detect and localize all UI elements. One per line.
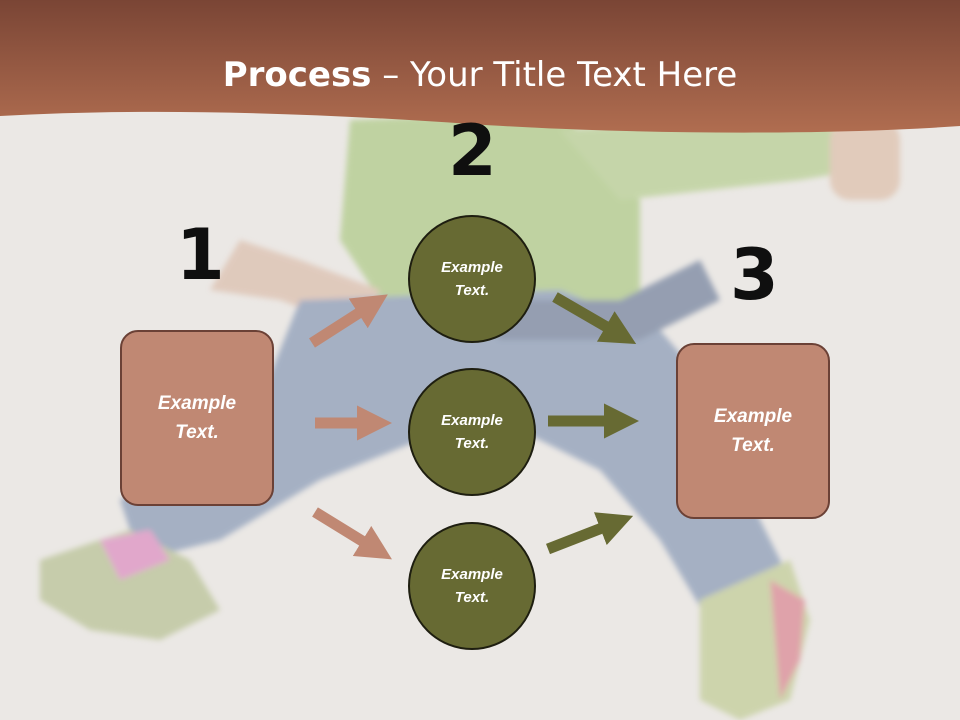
step-circle-2: Example Text. (408, 368, 536, 496)
circle-3-line-2: Text. (454, 589, 490, 606)
arrow-circle1-to-box3 (552, 292, 637, 345)
title-rest: – Your Title Text Here (371, 55, 738, 95)
circle-1-line-1: Example (441, 259, 503, 276)
step-number-1: 1 (176, 214, 225, 296)
box-3-line-2: Text. (731, 435, 775, 456)
step-circle-1: Example Text. (408, 215, 536, 343)
slide-title: Process – Your Title Text Here (0, 52, 960, 98)
arrow-box1-to-circle1 (309, 294, 388, 348)
box-1-line-2: Text. (175, 422, 219, 443)
step-number-2: 2 (448, 110, 497, 192)
step-number-3: 3 (730, 234, 779, 316)
circle-1-line-2: Text. (454, 282, 490, 299)
arrow-box1-to-circle3 (312, 507, 392, 560)
step-circle-3: Example Text. (408, 522, 536, 650)
circle-2-line-2: Text. (454, 435, 490, 452)
title-bold: Process (222, 55, 372, 95)
step-box-1: Example Text. (120, 330, 274, 506)
circle-2-line-1: Example (441, 412, 503, 429)
arrow-circle3-to-box3 (546, 512, 634, 555)
circle-3-line-1: Example (441, 566, 503, 583)
box-3-line-1: Example (713, 406, 793, 427)
box-1-line-1: Example (157, 393, 237, 414)
step-box-3: Example Text. (676, 343, 830, 519)
